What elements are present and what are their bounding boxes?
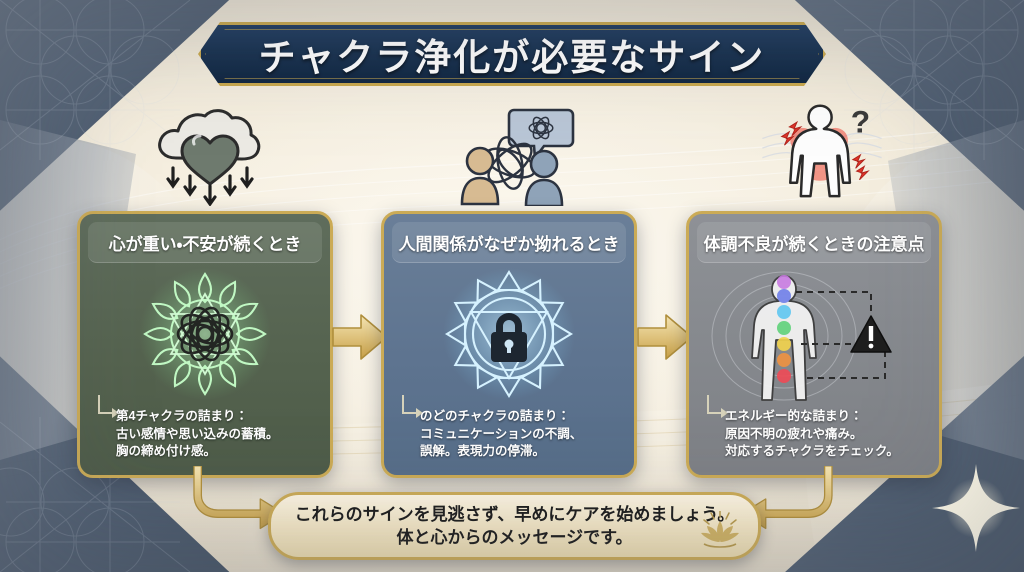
card-body-3: エネルギー的な詰まり： 原因不明の疲れや痛み。 対応するチャクラをチェック。 [725,408,929,461]
page-title: チャクラ浄化が必要なサイン [258,37,766,78]
title-plate [198,22,826,86]
card-throat-chakra[interactable]: 人間関係がなぜか拗れるとき [381,211,637,478]
banner-line-1: これらのサインを見逃さず、早めにケアを始めましょう。 [294,504,735,524]
banner-line-2: 体と心からのメッセージです。 [396,528,633,547]
card-body-line: エネルギー的な詰まり： [725,408,863,423]
svg-text:?: ? [851,104,870,140]
body-pointer-arrow-3 [707,395,728,418]
card-header-2: 人間関係がなぜか拗れるとき [392,222,626,263]
body-pain-spots-question-mark-icon: ? [762,104,882,198]
body-pointer-arrow-1 [98,395,119,418]
sparkle-icon [932,464,1020,552]
card-body-2: のどのチャクラの詰まり： コミュニケーションの不調、 誤解。表現力の停滞。 [420,408,624,461]
bottom-banner-text: これらのサインを見逃さず、早めにケアを始めましょう。 体と心からのメッセージです… [295,503,735,550]
card-body-line: 胸の締め付け感。 [116,444,217,459]
page-title-container: チャクラ浄化が必要なサイン [198,22,826,86]
card-body-condition[interactable]: 体調不良が続くときの注意点 [686,211,942,478]
card-heart-chakra[interactable]: 心が重い・不安が続くとき [77,211,333,478]
green-lotus-mandala-tangled-knot-icon [139,268,271,400]
bottom-banner[interactable]: これらのサインを見逃さず、早めにケアを始めましょう。 体と心からのメッセージです… [268,492,761,560]
cloud-heart-down-arrows-icon [158,109,261,206]
geometric-pattern-top-left [0,0,191,160]
arrow-card2-to-card3 [637,314,693,360]
card-body-line: 誤解。表現力の停滞。 [420,444,546,459]
card-body-line: 古い感情や思い込みの蓄積。 [116,426,279,441]
card-body-line: 第4チャクラの詰まり： [116,408,248,423]
card-body-1: 第4チャクラの詰まり： 古い感情や思い込みの蓄積。 胸の締め付け感。 [116,408,320,461]
body-seven-chakras-warning-triangle-icon [711,271,892,401]
geometric-pattern-top-right [833,0,1024,160]
arrow-card1-to-card2 [332,314,388,360]
blue-lotus-mandala-padlock-icon [443,268,575,400]
card-body-line: コミュニケーションの不調、 [420,426,583,441]
card-body-line: 対応するチャクラをチェック。 [725,444,899,459]
card-body-line: 原因不明の疲れや痛み。 [725,426,863,441]
card-header-1: 心が重い・不安が続くとき [88,222,322,263]
card-body-line: のどのチャクラの詰まり： [420,408,570,423]
card-header-3: 体調不良が続くときの注意点 [697,222,931,263]
lotus-icon [701,511,739,548]
body-pointer-arrow-2 [402,395,423,418]
two-people-speech-bubble-knot-icon [460,108,575,206]
